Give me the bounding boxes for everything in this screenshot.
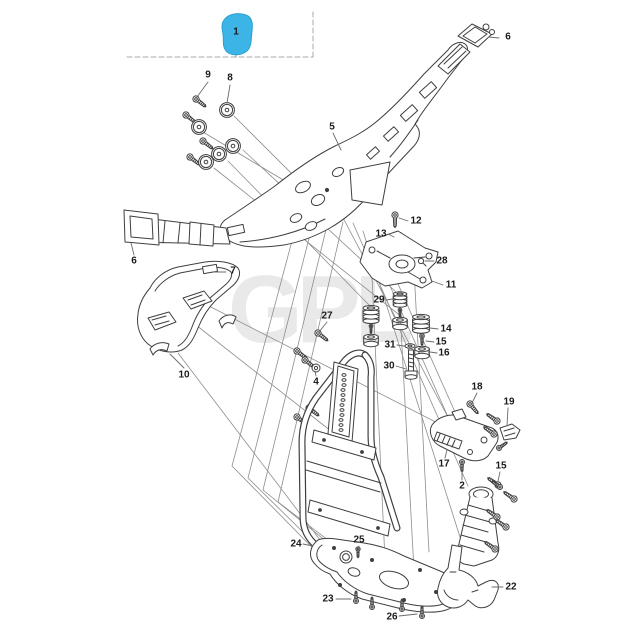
callout-14[interactable]: 14 <box>440 323 452 335</box>
callout-2[interactable]: 2 <box>459 480 465 492</box>
part-15-screw-top[interactable] <box>419 333 425 346</box>
part-4-fasteners[interactable] <box>292 346 322 428</box>
part-11-plate[interactable] <box>360 231 438 288</box>
part-6-strap-right[interactable] <box>438 24 495 74</box>
part-12-screw[interactable] <box>391 211 399 229</box>
part-5-shoulder-frame[interactable] <box>220 42 467 247</box>
part-6-strap-left[interactable] <box>124 210 230 246</box>
part-7-hip-plate[interactable] <box>137 261 239 352</box>
part-24-frame[interactable] <box>302 353 460 612</box>
callout-4[interactable]: 4 <box>313 376 319 388</box>
callout-26[interactable]: 26 <box>386 611 398 623</box>
callout-28[interactable]: 28 <box>436 255 448 267</box>
part-29-spring[interactable] <box>392 291 408 331</box>
callout-24[interactable]: 24 <box>290 538 302 550</box>
part-28-screw[interactable] <box>418 258 426 266</box>
callout-16[interactable]: 16 <box>438 347 450 359</box>
callout-5[interactable]: 5 <box>329 121 335 133</box>
part-18-screw[interactable] <box>465 399 481 417</box>
part-31-washer[interactable] <box>405 344 415 348</box>
reference-box <box>127 12 313 57</box>
callout-12[interactable]: 12 <box>410 215 422 227</box>
callout-23[interactable]: 23 <box>322 593 334 605</box>
part-30-bolt[interactable] <box>405 350 417 379</box>
lower-support-column[interactable] <box>457 487 499 566</box>
callout-18[interactable]: 18 <box>471 381 483 393</box>
callout-15-bottom[interactable]: 15 <box>495 460 507 472</box>
callout-15-top[interactable]: 15 <box>435 336 447 348</box>
callout-30[interactable]: 30 <box>383 360 395 372</box>
callout-22[interactable]: 22 <box>505 581 517 593</box>
callout-6-right[interactable]: 6 <box>505 31 511 43</box>
callout-31[interactable]: 31 <box>384 339 396 351</box>
part-17-bracket[interactable] <box>430 409 498 461</box>
bracket-screw[interactable] <box>484 410 502 426</box>
spring-column-left[interactable] <box>362 305 380 348</box>
callout-11[interactable]: 11 <box>445 279 457 291</box>
part-22-shoe[interactable] <box>437 545 498 608</box>
part-16-bushing[interactable] <box>414 345 430 360</box>
highlighted-part-1[interactable] <box>222 14 252 55</box>
part-8-washers[interactable] <box>191 102 241 170</box>
part-15-screw-bottom <box>489 478 504 491</box>
callout-9[interactable]: 9 <box>205 69 211 81</box>
callout-27[interactable]: 27 <box>321 310 333 322</box>
part-2-screw[interactable] <box>459 459 465 473</box>
part-14-spring[interactable] <box>412 313 430 334</box>
callout-29[interactable]: 29 <box>373 294 385 306</box>
callout-10[interactable]: 10 <box>178 369 190 381</box>
callout-pointers <box>131 37 508 616</box>
callout-25[interactable]: 25 <box>353 534 365 546</box>
callout-6-left[interactable]: 6 <box>131 255 137 267</box>
part-27-screw[interactable] <box>313 328 331 344</box>
callout-7[interactable]: 7 <box>230 265 236 277</box>
callout-19[interactable]: 19 <box>503 396 515 408</box>
part-19-clip[interactable] <box>495 424 520 452</box>
callout-13[interactable]: 13 <box>375 228 387 240</box>
part-10-latch[interactable] <box>150 343 169 355</box>
callout-8[interactable]: 8 <box>227 72 233 84</box>
callout-1[interactable]: 1 <box>233 26 239 38</box>
callout-17[interactable]: 17 <box>438 458 450 470</box>
